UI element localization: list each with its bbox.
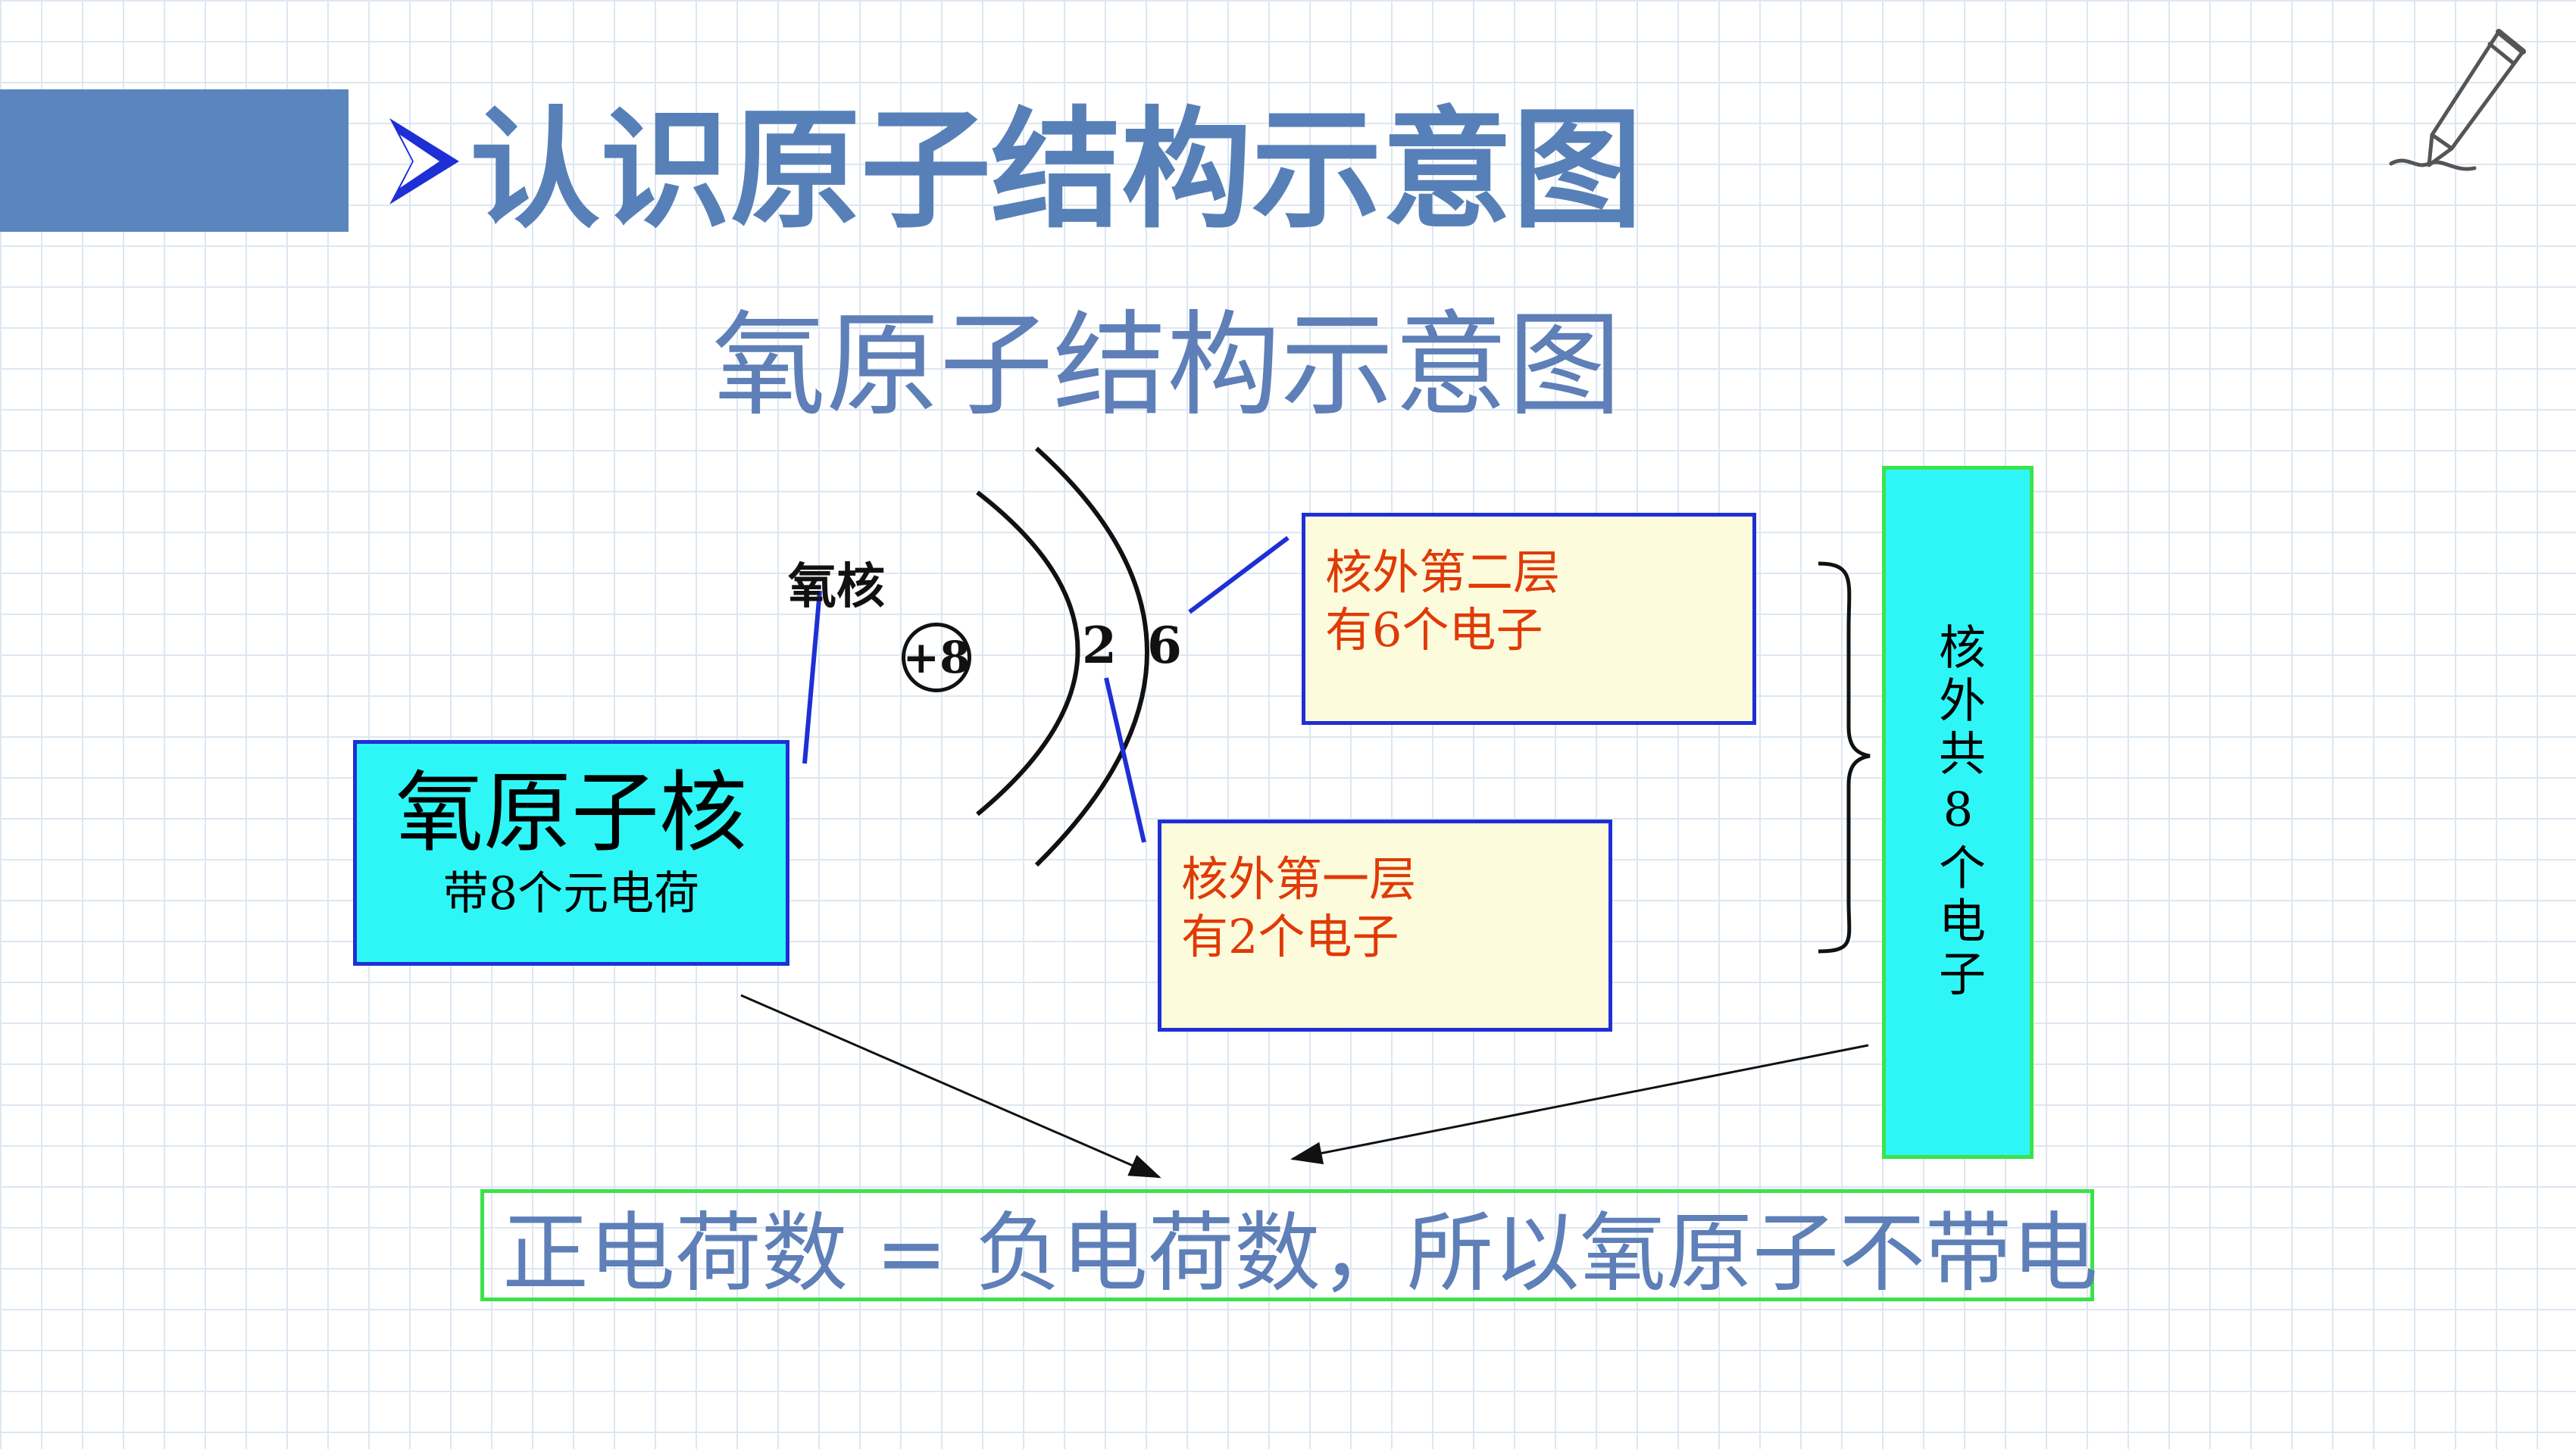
nucleus-box-detail: 带8个元电荷 <box>442 867 700 920</box>
layer1-box-line2: 有2个电子 <box>1181 909 1399 964</box>
layer1-box: 核外第一层 有2个电子 <box>1158 820 1612 1032</box>
curly-brace <box>1818 561 1871 954</box>
pointer-line-layer2 <box>1188 536 1290 614</box>
title-accent-bar <box>0 89 349 232</box>
shell-count-first: 2 <box>1082 616 1117 675</box>
pointer-line-layer1 <box>1104 677 1146 843</box>
layer1-box-line1: 核外第一层 <box>1181 851 1417 907</box>
total-electrons-text: 核外共8个电子 <box>1930 623 1986 1002</box>
conclusion-box: 正电荷数 = 负电荷数，所以氧原子不带电 <box>480 1189 2098 1304</box>
diagram-subtitle: 氧原子结构示意图 <box>712 300 1622 432</box>
title-arrow-icon <box>389 118 459 205</box>
layer2-box-line1: 核外第二层 <box>1325 545 1561 600</box>
shell-arc-inner <box>976 490 1080 817</box>
arrow-from-electrons <box>1290 1044 1869 1165</box>
total-electrons-box: 核外共8个电子 <box>1882 466 2034 1159</box>
shell-arc-outer <box>1034 446 1149 867</box>
nucleus-charge-circle: +8 <box>902 623 971 692</box>
pencil-icon <box>2389 29 2526 171</box>
arrow-from-nucleus <box>740 994 1161 1179</box>
conclusion-text: 正电荷数 = 负电荷数，所以氧原子不带电 <box>502 1202 2098 1304</box>
nucleus-label: 氧核 <box>788 558 885 615</box>
shell-count-second: 6 <box>1147 616 1182 675</box>
page-title: 认识原子结构示意图 <box>470 94 1643 246</box>
layer2-box-line2: 有6个电子 <box>1325 602 1543 657</box>
pointer-line-nucleus <box>802 590 822 764</box>
nucleus-box: 氧原子核 带8个元电荷 <box>353 740 789 966</box>
layer2-box: 核外第二层 有6个电子 <box>1302 513 1756 725</box>
nucleus-box-title: 氧原子核 <box>395 762 747 864</box>
